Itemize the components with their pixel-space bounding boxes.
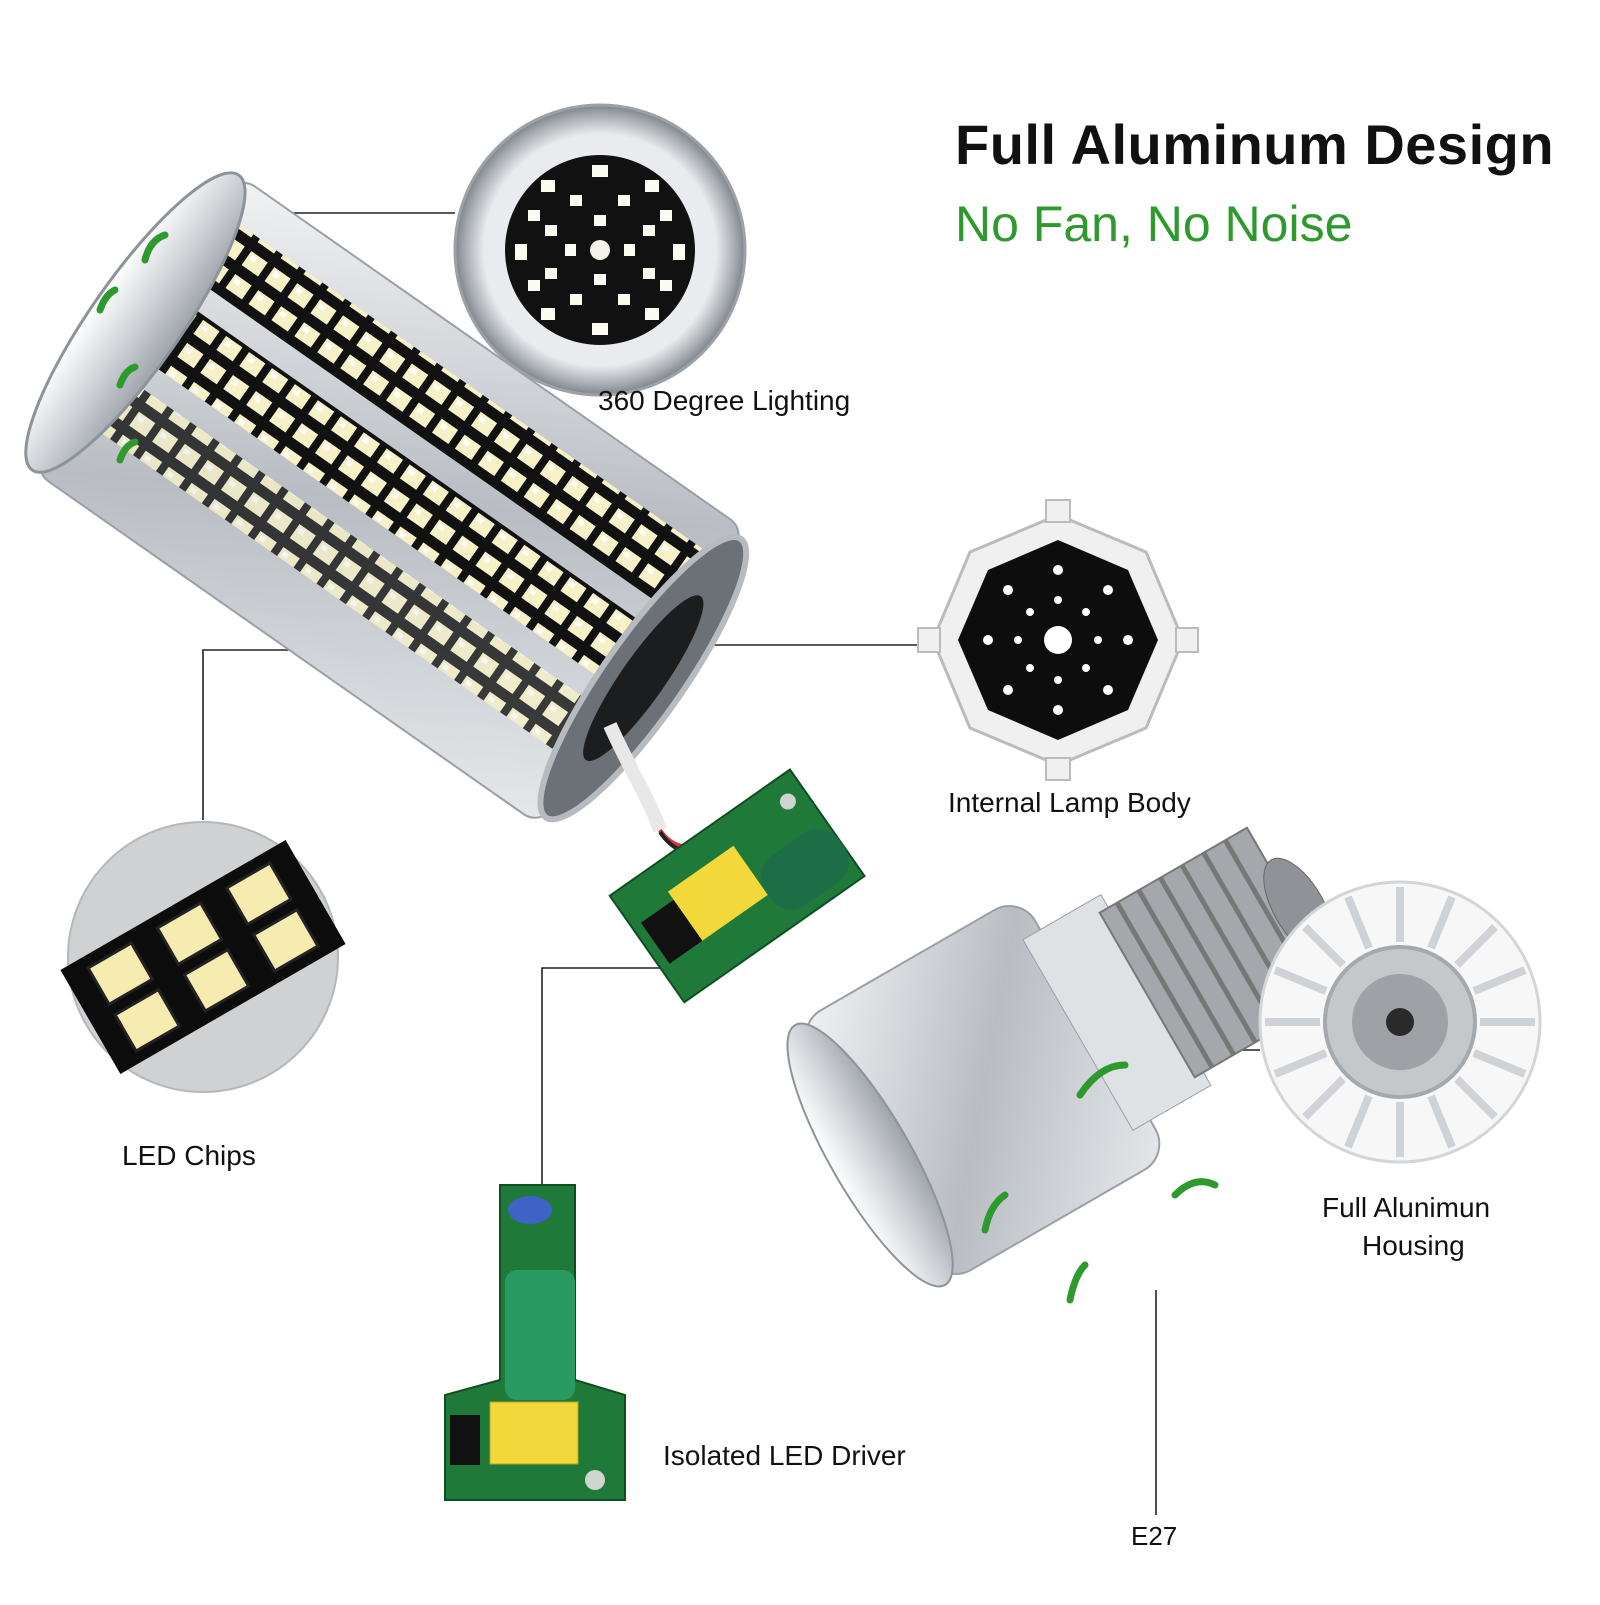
callout-360-degree-lighting: 360 Degree Lighting (598, 385, 851, 416)
headline: Full Aluminum Design (955, 113, 1555, 176)
callout-internal-lamp-body: Internal Lamp Body (948, 787, 1191, 818)
corn-lamp-body (24, 171, 750, 823)
callout-housing-line1: Full Alunimun (1322, 1192, 1491, 1223)
lighting-360-inset (453, 103, 747, 397)
callout-housing-line2: Housing (1362, 1230, 1465, 1261)
callout-e27: E27 (1131, 1521, 1178, 1551)
aluminum-housing (786, 826, 1344, 1288)
housing-inset (1258, 880, 1542, 1164)
callout-isolated-led-driver: Isolated LED Driver (663, 1440, 906, 1471)
callout-led-chips: LED Chips (122, 1140, 256, 1171)
wire (603, 722, 709, 856)
led-chips-inset (60, 821, 346, 1093)
subline: No Fan, No Noise (955, 196, 1353, 252)
internal-lamp-body-inset (917, 499, 1199, 781)
driver-board-middle (608, 768, 866, 1004)
isolated-led-driver-board (444, 1184, 626, 1501)
airflow-arrows (96, 231, 1219, 1304)
